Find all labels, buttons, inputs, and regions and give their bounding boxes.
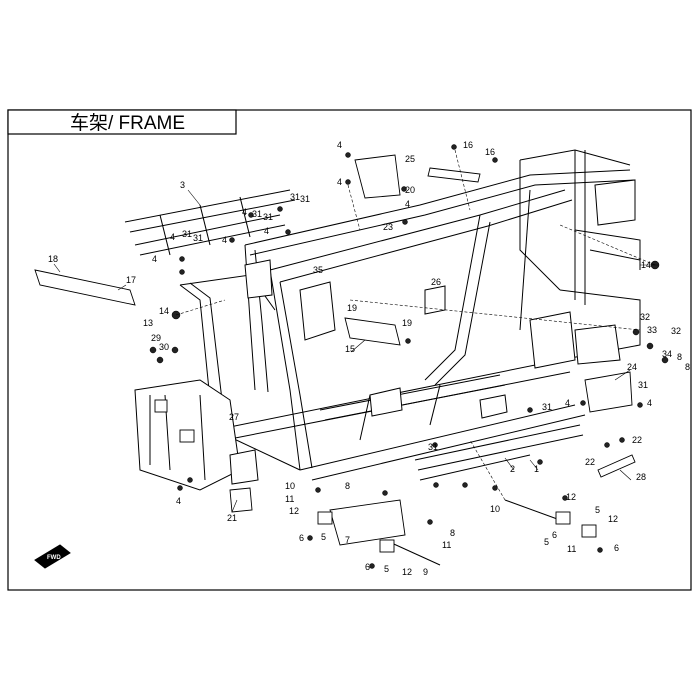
- title-box: [7, 109, 237, 135]
- callout-1: 1: [534, 464, 539, 474]
- callout-2: 2: [510, 464, 515, 474]
- leader-lines: [53, 189, 659, 513]
- part-28-bar: [597, 454, 636, 478]
- callout-21: 21: [227, 513, 237, 523]
- assembly-guides: [175, 149, 656, 501]
- callout-13: 13: [143, 318, 153, 328]
- callout-29: 29: [151, 333, 161, 343]
- callout-19: 19: [347, 303, 357, 313]
- callout-4: 4: [242, 207, 247, 217]
- callout-27: 27: [229, 412, 239, 422]
- part-10-rod: [504, 499, 561, 521]
- callout-5: 5: [595, 505, 600, 515]
- callout-4: 4: [264, 226, 269, 236]
- callout-5: 5: [321, 532, 326, 542]
- callout-8: 8: [677, 352, 682, 362]
- part-5-mount-4: [581, 524, 597, 538]
- callout-20: 20: [405, 185, 415, 195]
- callout-6: 6: [614, 543, 619, 553]
- callout-labels: 3 4 4 4 16 16 25 20 23 31 31 31 31 31 31…: [48, 140, 690, 577]
- callout-18: 18: [48, 254, 58, 264]
- callout-4: 4: [337, 140, 342, 150]
- callout-4: 4: [565, 398, 570, 408]
- part-15-bracket: [344, 317, 401, 346]
- callout-10: 10: [490, 504, 500, 514]
- callout-28: 28: [636, 472, 646, 482]
- callout-26: 26: [431, 277, 441, 287]
- part-24-mount: [584, 371, 633, 413]
- part-7-mount: [329, 499, 406, 546]
- callout-15: 15: [345, 344, 355, 354]
- callout-30: 30: [159, 342, 169, 352]
- svg-text:FWD: FWD: [47, 555, 61, 561]
- fwd-arrow: FWD: [34, 544, 71, 569]
- callout-4: 4: [337, 177, 342, 187]
- callout-12: 12: [608, 514, 618, 524]
- callout-31: 31: [638, 380, 648, 390]
- callout-4: 4: [152, 254, 157, 264]
- callout-4: 4: [222, 235, 227, 245]
- callout-22: 22: [632, 435, 642, 445]
- part-20-strap: [427, 167, 481, 183]
- callout-23: 23: [383, 222, 393, 232]
- callout-31: 31: [290, 192, 300, 202]
- callout-34: 34: [662, 349, 672, 359]
- callout-8: 8: [345, 481, 350, 491]
- part-17-bracket: [34, 269, 136, 306]
- callout-9: 9: [423, 567, 428, 577]
- callout-31: 31: [542, 402, 552, 412]
- callout-12: 12: [289, 506, 299, 516]
- callout-33: 33: [647, 325, 657, 335]
- callout-22: 22: [585, 457, 595, 467]
- callout-11: 11: [567, 544, 576, 554]
- part-1-crossmember: [414, 424, 584, 481]
- callout-14: 14: [159, 306, 169, 316]
- callout-5: 5: [384, 564, 389, 574]
- callout-4: 4: [170, 232, 175, 242]
- callout-32: 32: [671, 326, 681, 336]
- callout-4: 4: [405, 199, 410, 209]
- part-21-bracket: [229, 487, 253, 513]
- callout-12: 12: [566, 492, 576, 502]
- callout-32: 32: [640, 312, 650, 322]
- part-5-mount-3: [555, 511, 571, 525]
- callout-7: 7: [345, 535, 350, 545]
- callout-16: 16: [485, 147, 495, 157]
- callout-11: 11: [285, 494, 294, 504]
- part-5-mount-2: [379, 539, 395, 553]
- diagram-border: [7, 109, 692, 591]
- part-3-rack: [124, 189, 296, 256]
- callout-8: 8: [685, 362, 690, 372]
- part-25-bracket: [354, 154, 401, 199]
- callout-8: 8: [450, 528, 455, 538]
- callout-6: 6: [299, 533, 304, 543]
- callout-25: 25: [405, 154, 415, 164]
- callout-31: 31: [263, 212, 273, 222]
- callout-10: 10: [285, 481, 295, 491]
- bolts: [149, 144, 669, 569]
- callout-5: 5: [544, 537, 549, 547]
- callout-31: 31: [300, 194, 310, 204]
- callout-16: 16: [463, 140, 473, 150]
- callout-4: 4: [647, 398, 652, 408]
- part-5-mount: [317, 511, 333, 525]
- callout-31: 31: [193, 233, 203, 243]
- callout-12: 12: [402, 567, 412, 577]
- callout-6: 6: [552, 530, 557, 540]
- callout-31: 31: [252, 209, 262, 219]
- callout-11: 11: [442, 540, 451, 550]
- callout-4: 4: [176, 496, 181, 506]
- callout-31: 31: [428, 442, 438, 452]
- callout-19: 19: [402, 318, 412, 328]
- callout-6: 6: [365, 562, 370, 572]
- diagram-title: 车架/ FRAME: [70, 112, 185, 134]
- callout-24: 24: [627, 362, 637, 372]
- callout-3: 3: [180, 180, 185, 190]
- callout-35: 35: [313, 265, 323, 275]
- main-frame: [134, 149, 641, 491]
- callout-17: 17: [126, 275, 136, 285]
- callout-31: 31: [182, 229, 192, 239]
